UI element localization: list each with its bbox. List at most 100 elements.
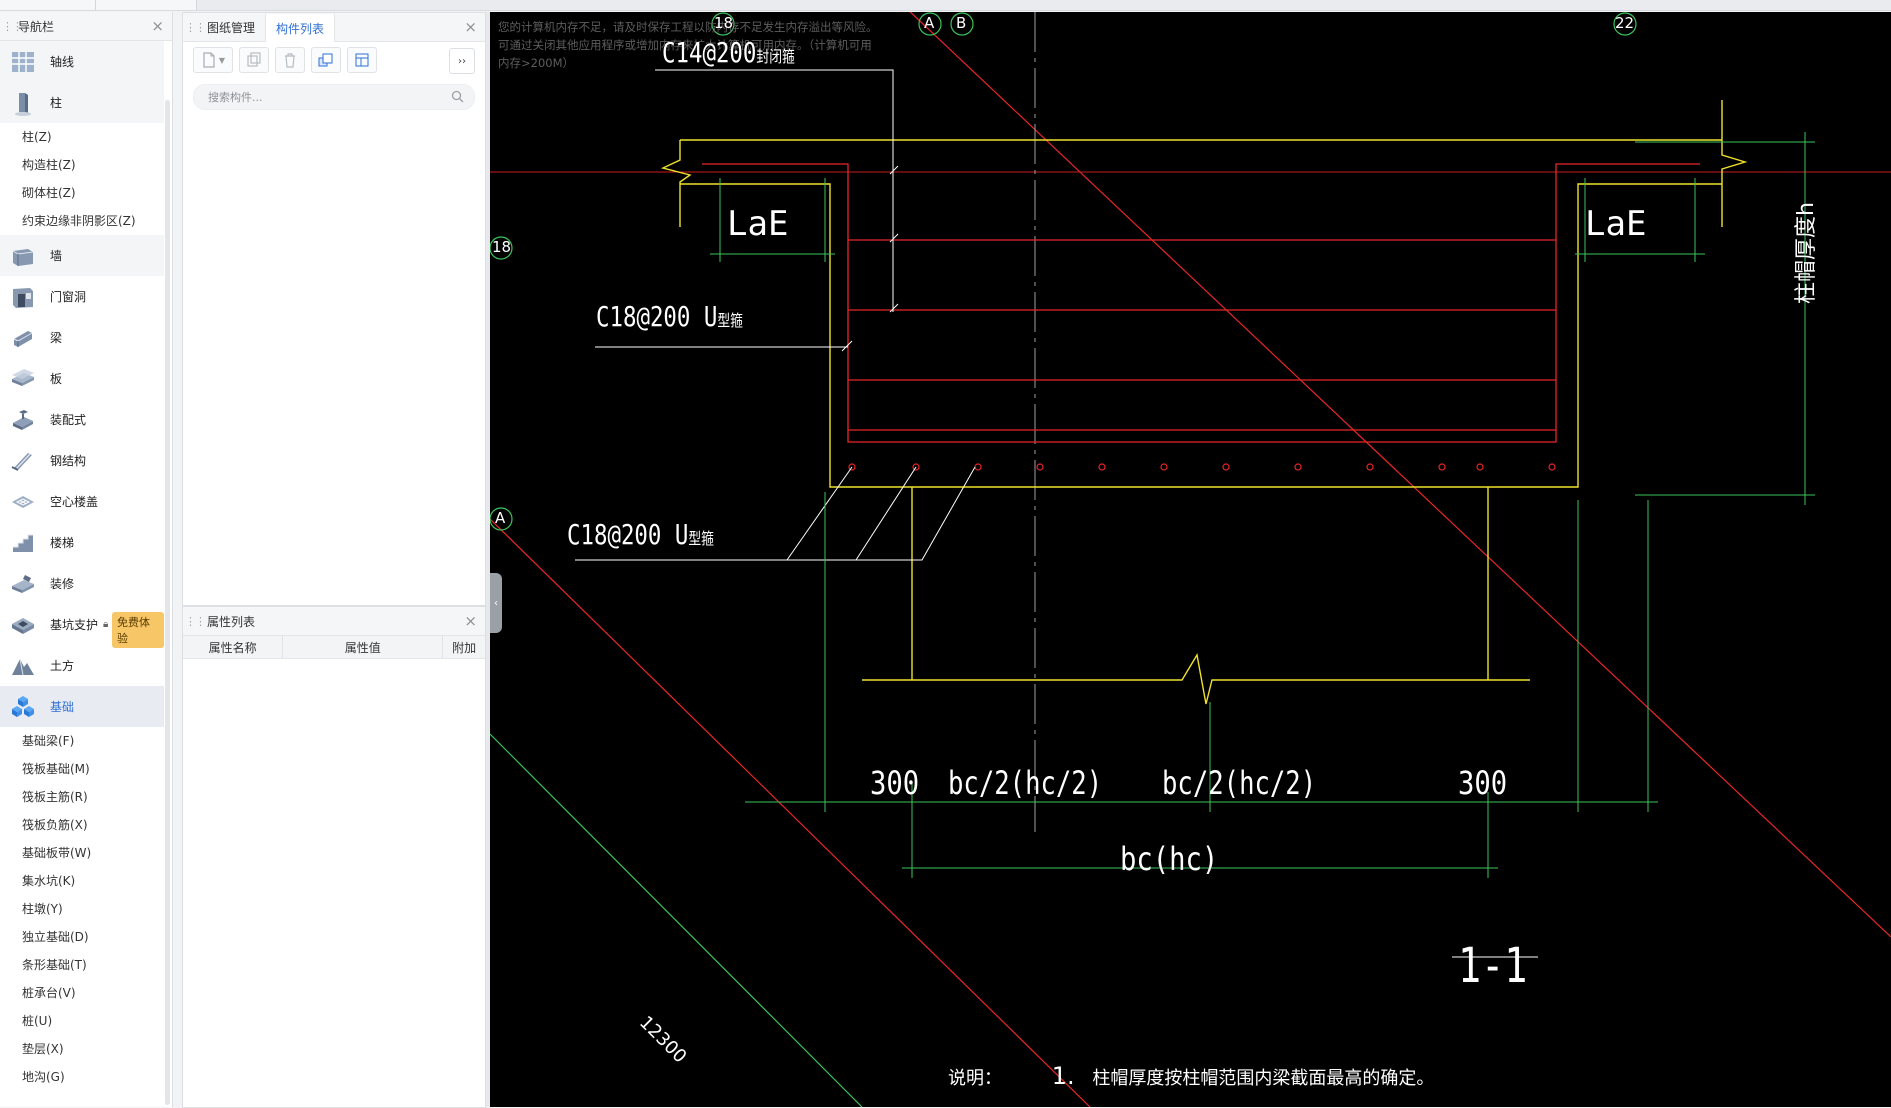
close-icon[interactable]: × xyxy=(464,612,477,630)
nav-subitem[interactable]: 条形基础(T) xyxy=(22,958,87,972)
component-search xyxy=(193,84,475,110)
diagonal-guide-line xyxy=(490,518,1091,1107)
column-cap-outline xyxy=(680,183,1722,488)
tab-drawing-management[interactable]: 图纸管理 xyxy=(207,20,256,35)
top-tab-stub[interactable] xyxy=(96,0,197,10)
nav-subitem[interactable]: 独立基础(D) xyxy=(22,930,89,944)
nav-item-label: 土方 xyxy=(50,659,75,673)
cap-thickness-dim xyxy=(1635,132,1815,505)
nav-item-label: 梁 xyxy=(50,331,63,345)
dim-label: bc(hc) xyxy=(1120,840,1219,878)
tab-component-list[interactable]: 构件列表 xyxy=(265,14,336,42)
new-component-button[interactable]: ▼ xyxy=(193,47,233,73)
nav-subitem[interactable]: 构造柱(Z) xyxy=(22,158,76,172)
nav-subitem[interactable]: 桩(U) xyxy=(22,1014,53,1028)
leader-tick xyxy=(889,303,899,313)
rebar-dots xyxy=(848,463,1556,471)
delete-button[interactable] xyxy=(275,47,305,73)
nav-subitem[interactable]: 地沟(G) xyxy=(22,1070,65,1084)
leader-tick xyxy=(841,340,853,352)
component-panel-header: ⋮⋮ 图纸管理 构件列表 × xyxy=(183,13,485,42)
axis-label: A xyxy=(495,509,506,527)
drag-grip-icon[interactable]: ⋮⋮ xyxy=(2,19,23,33)
lae-label-left: LaE xyxy=(727,204,789,244)
nav-item-beam[interactable]: 梁 xyxy=(0,317,164,358)
cad-canvas[interactable]: 您的计算机内存不足，请及时保存工程以防内存不足发生内存溢出等风险。可通过关闭其他… xyxy=(490,12,1891,1107)
nav-subitem[interactable]: 集水坑(K) xyxy=(22,874,76,888)
hollow-floor-icon xyxy=(10,489,36,515)
panel-splitter[interactable] xyxy=(486,12,490,1107)
nav-subitem[interactable]: 桩承台(V) xyxy=(22,986,76,1000)
nav-panel-header: ⋮⋮ 导航栏 × xyxy=(0,12,172,41)
top-tab-stub[interactable] xyxy=(0,0,96,10)
nav-item-prefab[interactable]: 装配式 xyxy=(0,399,164,440)
leader-line-low xyxy=(786,466,853,561)
nav-item-column[interactable]: 柱 xyxy=(0,82,164,123)
column-header-extra[interactable]: 附加 xyxy=(452,640,477,655)
leader-line-low xyxy=(575,466,976,561)
collapse-panel-button[interactable]: ‹ xyxy=(490,573,502,633)
search-input[interactable] xyxy=(206,89,440,105)
search-icon[interactable] xyxy=(451,90,464,103)
decoration-icon xyxy=(10,571,36,597)
rebar-label-mid: C18@200 U型箍 xyxy=(596,300,743,333)
nav-subitem[interactable]: 垫层(X) xyxy=(22,1042,64,1056)
nav-item-earthwork[interactable]: 土方 xyxy=(0,645,164,686)
close-icon[interactable]: × xyxy=(151,17,164,35)
properties-panel-header: ⋮⋮ 属性列表 × xyxy=(183,607,485,636)
foundation-icon xyxy=(10,694,36,720)
new-file-icon xyxy=(203,52,215,68)
nav-subitem[interactable]: 约束边缘非阴影区(Z) xyxy=(22,214,136,228)
nav-item-label: 楼梯 xyxy=(50,536,75,550)
stair-icon xyxy=(10,530,36,556)
nav-subitem[interactable]: 筏板主筋(R) xyxy=(22,790,88,804)
nav-subitem[interactable]: 筏板负筋(X) xyxy=(22,818,88,832)
dim-label: bc/2(hc/2) xyxy=(948,764,1103,802)
nav-subitem[interactable]: 柱(Z) xyxy=(22,130,52,144)
axis-label: A xyxy=(924,14,935,32)
close-icon[interactable]: × xyxy=(464,18,477,36)
nav-item-label: 柱 xyxy=(50,96,63,110)
nav-subitem[interactable]: 柱墩(Y) xyxy=(22,902,63,916)
nav-subitem[interactable]: 砌体柱(Z) xyxy=(22,186,76,200)
more-button[interactable]: ›› xyxy=(449,48,475,74)
rebar-spec: C14@200 xyxy=(662,36,757,69)
lae-label-right: LaE xyxy=(1585,204,1647,244)
drag-grip-icon[interactable]: ⋮⋮ xyxy=(185,614,206,628)
pit-support-icon xyxy=(10,612,36,638)
free-trial-badge[interactable]: 免费体验 xyxy=(112,612,164,648)
slab-break-left xyxy=(660,140,692,227)
layer-copy-button[interactable] xyxy=(311,47,341,73)
nav-item-foundation[interactable]: 基础 xyxy=(0,686,164,727)
axis-label: 18 xyxy=(492,238,512,256)
component-library-button[interactable] xyxy=(347,47,377,73)
nav-item-label: 基础 xyxy=(50,700,75,714)
nav-item-door-window[interactable]: 门窗洞 xyxy=(0,276,164,317)
nav-item-steel[interactable]: 钢结构 xyxy=(0,440,164,481)
nav-item-decoration[interactable]: 装修 xyxy=(0,563,164,604)
nav-subitem[interactable]: 筏板基础(M) xyxy=(22,762,90,776)
nav-item-stair[interactable]: 楼梯 xyxy=(0,522,164,563)
properties-panel: ⋮⋮ 属性列表 × 属性名称 属性值 附加 xyxy=(182,606,486,1108)
cad-drawing xyxy=(490,12,1891,1107)
copy-button[interactable] xyxy=(239,47,269,73)
nav-item-axis[interactable]: 轴线 xyxy=(0,41,164,82)
wall-icon xyxy=(10,243,36,269)
column-header-property-value[interactable]: 属性值 xyxy=(283,636,444,658)
rebar-label-top: C14@200封闭箍 xyxy=(662,36,795,69)
nav-scrollbar[interactable] xyxy=(165,100,170,1105)
bottom-dim-chain xyxy=(745,492,1658,812)
drag-grip-icon[interactable]: ⋮⋮ xyxy=(185,20,206,34)
diagonal-guide-line xyxy=(909,12,1891,938)
rebar-outline xyxy=(702,163,1700,443)
nav-item-slab[interactable]: 板 xyxy=(0,358,164,399)
column-header-property-name[interactable]: 属性名称 xyxy=(183,636,284,658)
beam-icon xyxy=(10,325,36,351)
nav-item-pit-support[interactable]: 基坑支护 🔒︎ 免费体验 xyxy=(0,604,164,648)
nav-subitem[interactable]: 基础梁(F) xyxy=(22,734,75,748)
nav-item-hollow-floor[interactable]: 空心楼盖 xyxy=(0,481,164,522)
nav-item-wall[interactable]: 墙 xyxy=(0,235,164,276)
lae-dim-right xyxy=(1575,178,1705,262)
nav-subitem[interactable]: 基础板带(W) xyxy=(22,846,92,860)
leader-line-low xyxy=(855,466,917,561)
